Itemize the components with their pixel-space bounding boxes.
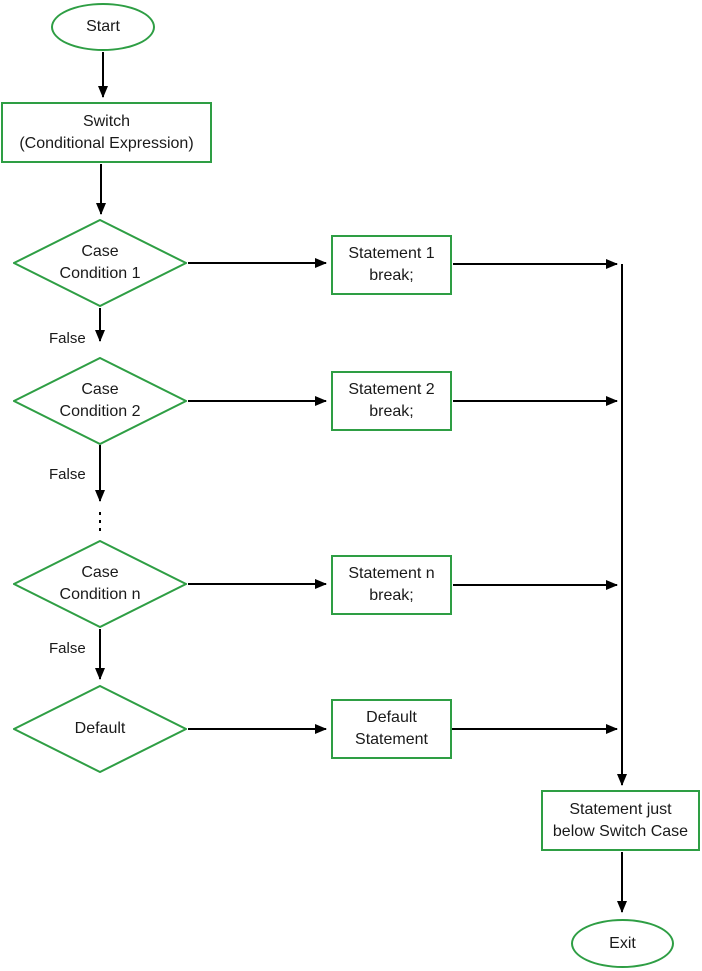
exit-terminator: Exit (571, 919, 674, 968)
statement-2-box: Statement 2 break; (331, 371, 452, 431)
false-label-3: False (49, 640, 86, 657)
case-condition-2-decision: Case Condition 2 (13, 357, 187, 445)
diamond-shape (13, 540, 187, 628)
default-statement-box: Default Statement (331, 699, 452, 759)
case1-label-line2: Condition 1 (59, 265, 141, 282)
diamond-shape (13, 357, 187, 445)
default-decision-label: Default (75, 718, 126, 740)
casen-label-line1: Case (81, 564, 119, 581)
below-switch-label: Statement just below Switch Case (553, 799, 688, 843)
start-terminator: Start (51, 3, 155, 51)
statement-1-label: Statement 1 break; (348, 243, 434, 287)
statement-2-label: Statement 2 break; (348, 379, 434, 423)
case1-label-line1: Case (81, 243, 119, 260)
false-label-1: False (49, 330, 86, 347)
below-label-line1: Statement just (569, 800, 672, 818)
below-label-line2: below Switch Case (552, 822, 689, 840)
switch-label-line2: (Conditional Expression) (19, 134, 194, 152)
case-condition-2-label: Case Condition 2 (60, 379, 141, 423)
switch-label-line1: Switch (82, 112, 131, 130)
case2-label-line2: Condition 2 (59, 403, 141, 420)
case2-label-line1: Case (81, 381, 119, 398)
statement-n-label: Statement n break; (348, 563, 434, 607)
defstmt-label-line1: Default (366, 709, 417, 726)
default-statement-label: Default Statement (355, 707, 428, 751)
case-condition-1-label: Case Condition 1 (60, 241, 141, 285)
diamond-shape (13, 685, 187, 773)
false-label-2: False (49, 466, 86, 483)
switch-box: Switch (Conditional Expression) (1, 102, 212, 163)
stmt2-label-line2: break; (369, 403, 414, 420)
stmt1-label-line2: break; (369, 267, 414, 284)
default-decision: Default (13, 685, 187, 773)
casen-label-line2: Condition n (59, 586, 141, 603)
stmt1-label-line1: Statement 1 (348, 245, 435, 262)
switch-label: Switch (Conditional Expression) (19, 111, 193, 155)
stmt2-label-line1: Statement 2 (348, 381, 435, 398)
case-condition-n-decision: Case Condition n (13, 540, 187, 628)
stmtn-label-line2: break; (369, 587, 414, 604)
default-label-line1: Default (74, 720, 126, 737)
start-label: Start (86, 18, 120, 35)
statement-n-box: Statement n break; (331, 555, 452, 615)
defstmt-label-line2: Statement (355, 731, 428, 748)
below-switch-box: Statement just below Switch Case (541, 790, 700, 851)
stmtn-label-line1: Statement n (348, 565, 435, 582)
case-condition-1-decision: Case Condition 1 (13, 219, 187, 307)
case-condition-n-label: Case Condition n (60, 562, 141, 606)
statement-1-box: Statement 1 break; (331, 235, 452, 295)
diamond-shape (13, 219, 187, 307)
exit-label: Exit (609, 934, 636, 952)
